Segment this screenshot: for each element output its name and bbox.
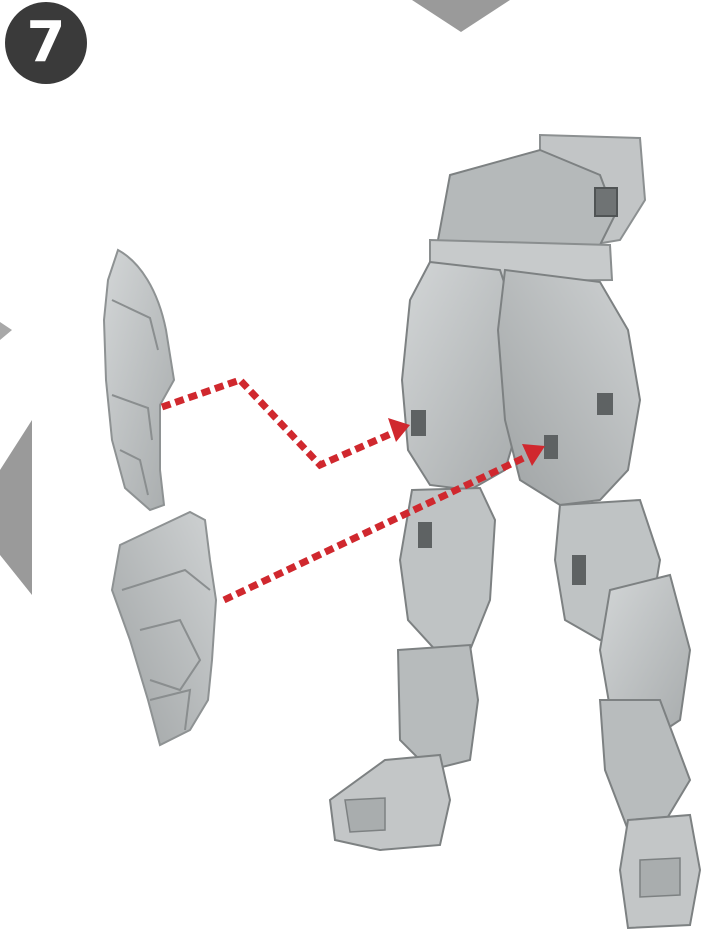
step-number-badge: 7 — [5, 2, 87, 84]
shin-armor-part — [110, 510, 218, 747]
arrowhead-lower-icon — [522, 444, 545, 466]
thigh-armor-part — [102, 248, 176, 512]
figure-right-thigh — [496, 268, 642, 507]
thigh-slot-2 — [544, 435, 558, 459]
thigh-slot-1 — [411, 410, 426, 436]
placement-arrow-lower — [222, 451, 532, 604]
figure-right-shin — [553, 498, 702, 930]
placement-arrow-upper — [160, 375, 397, 470]
small-left-marker — [0, 322, 12, 340]
down-triangle-icon — [412, 0, 510, 32]
figure-waist — [429, 133, 647, 284]
left-triangle-icon — [0, 420, 32, 595]
arrowhead-upper-icon — [388, 418, 410, 442]
figure-left-shin — [328, 486, 497, 852]
